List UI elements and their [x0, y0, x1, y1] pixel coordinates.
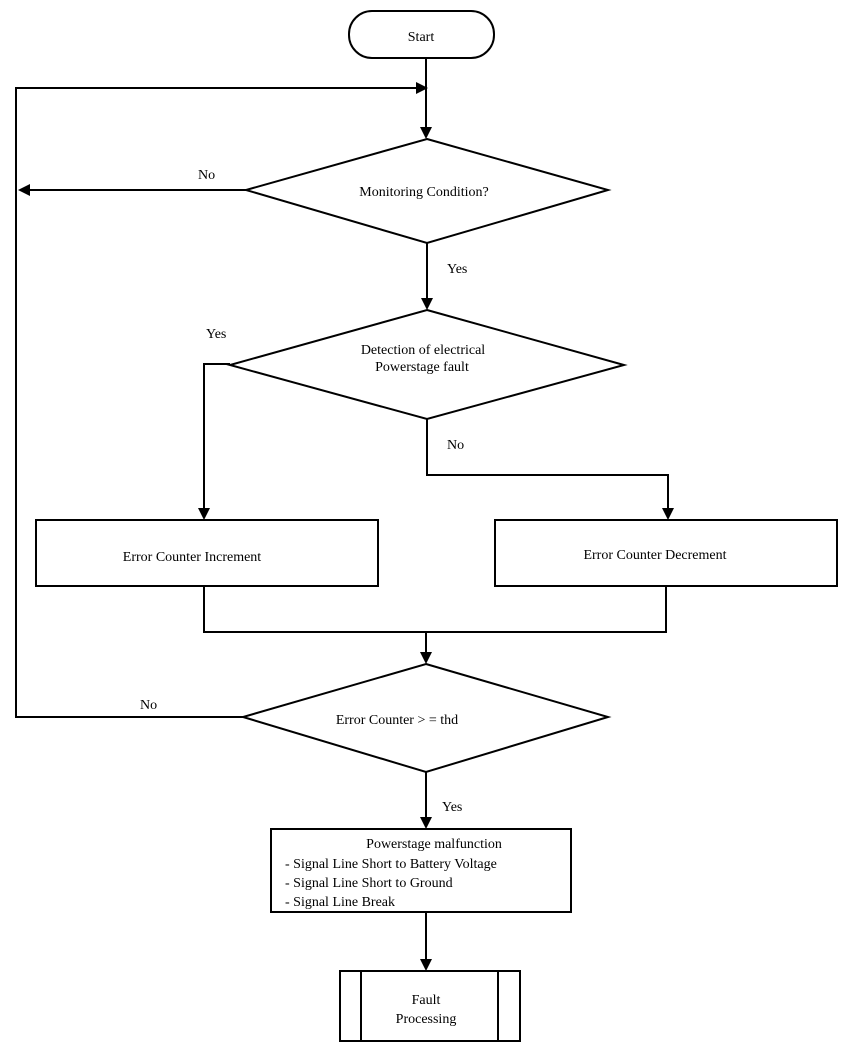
merge-to-threshold-arrow	[203, 586, 667, 664]
threshold-yes-label: Yes	[442, 800, 462, 815]
start-label: Start	[408, 30, 435, 45]
malfunction-title: Powerstage malfunction	[366, 837, 502, 852]
monitoring-yes-arrow	[421, 243, 433, 310]
fault-line-2: Processing	[396, 1012, 457, 1027]
threshold-yes-arrow	[420, 772, 432, 829]
error-counter-increment-box: Error Counter Increment	[35, 519, 379, 587]
detection-no-label: No	[447, 438, 464, 453]
error-counter-decrement-box: Error Counter Decrement	[494, 519, 838, 587]
increment-label: Error Counter Increment	[123, 550, 261, 565]
monitoring-no-arrow	[18, 184, 246, 196]
fault-line-1: Fault	[412, 993, 441, 1008]
detection-yes-arrow	[198, 363, 230, 520]
start-node: Start	[348, 10, 495, 59]
loop-back-connector	[15, 82, 428, 718]
decrement-label: Error Counter Decrement	[583, 548, 726, 563]
detection-no-arrow	[426, 419, 674, 520]
malfunction-item: - Signal Line Short to Ground	[285, 876, 453, 891]
malfunction-to-fault-arrow	[420, 912, 432, 971]
detection-yes-label: Yes	[206, 327, 226, 342]
threshold-decision: Error Counter > = thd	[239, 662, 612, 774]
malfunction-item: - Signal Line Break	[285, 895, 395, 910]
detection-fault-decision: Detection of electrical Powerstage fault	[226, 308, 628, 421]
monitoring-no-label: No	[198, 168, 215, 183]
monitoring-yes-label: Yes	[447, 262, 467, 277]
malfunction-item: - Signal Line Short to Battery Voltage	[285, 857, 497, 872]
detection-line-2: Powerstage fault	[375, 360, 469, 375]
threshold-no-label: No	[140, 698, 157, 713]
detection-line-1: Detection of electrical	[361, 343, 485, 358]
powerstage-malfunction-box: Powerstage malfunction - Signal Line Sho…	[270, 828, 572, 913]
start-to-monitoring-arrow	[420, 58, 432, 139]
monitoring-condition-label: Monitoring Condition?	[359, 185, 489, 200]
monitoring-condition-decision: Monitoring Condition?	[242, 137, 612, 245]
fault-processing-box: Fault Processing	[339, 970, 521, 1042]
threshold-label: Error Counter > = thd	[336, 713, 458, 728]
